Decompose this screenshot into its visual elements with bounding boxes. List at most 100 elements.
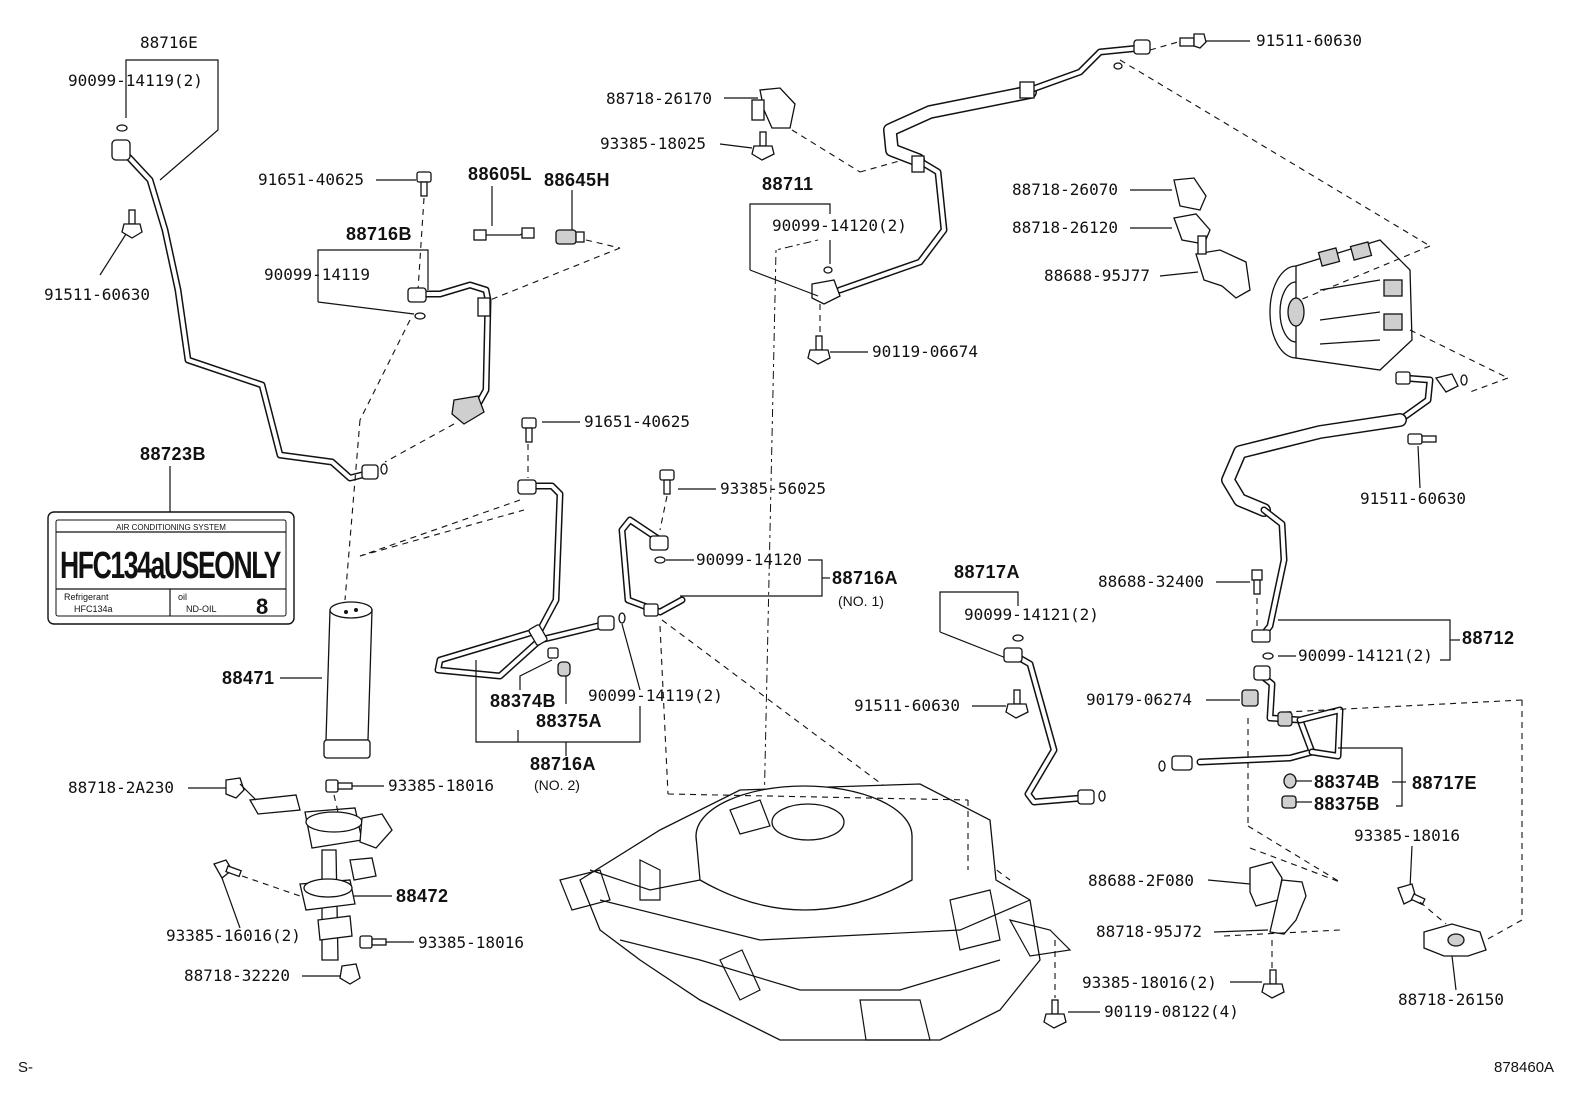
clamp-88718-26170 — [751, 87, 796, 129]
bolt-91511-60630-topright — [1179, 33, 1207, 49]
label-91511-60630-mid: 91511-60630 — [854, 696, 960, 715]
clamp-88718-26070 — [1173, 177, 1207, 211]
label-88471: 88471 — [222, 668, 275, 688]
o-ring — [618, 612, 626, 624]
label-88718-2a230: 88718-2A230 — [68, 778, 174, 797]
label-88718-26070: 88718-26070 — [1012, 180, 1118, 199]
tube-88717e — [1171, 665, 1344, 771]
label-91651-40625-mid: 91651-40625 — [584, 412, 690, 431]
o-ring — [380, 463, 388, 475]
label-88688-2f080: 88688-2F080 — [1088, 871, 1194, 890]
warning-label-title: AIR CONDITIONING SYSTEM — [116, 523, 226, 532]
o-ring — [116, 124, 128, 132]
bolt-91511-60630-left — [121, 209, 143, 239]
label-90099-14120: 90099-14120 — [696, 550, 802, 569]
label-88716b: 88716B — [346, 224, 412, 244]
label-88716a-2: 88716A — [530, 754, 596, 774]
bolt-90119-08122 — [1043, 999, 1067, 1029]
warning-label-oil-label: oil — [178, 592, 187, 602]
warning-label-88723b: AIR CONDITIONING SYSTEM HFC134aUSEONLY R… — [47, 511, 295, 625]
label-88374b-mid: 88374B — [490, 691, 556, 711]
label-91651-40625-top: 91651-40625 — [258, 170, 364, 189]
o-ring — [1098, 790, 1106, 802]
tube-88716e — [111, 139, 379, 482]
label-93385-16016-2: 93385-16016(2) — [166, 926, 301, 945]
clip-88718-2a230 — [225, 777, 257, 801]
label-90119-08122-4: 90119-08122(4) — [1104, 1002, 1239, 1021]
warning-label-oil-value: ND-OIL — [186, 604, 217, 614]
label-88712: 88712 — [1462, 628, 1515, 648]
label-93385-18016-c: 93385-18016 — [1354, 826, 1460, 845]
bracket-88688-2f080 — [1249, 861, 1307, 935]
bolt-93385-56025 — [659, 469, 675, 495]
label-88717a: 88717A — [954, 562, 1020, 582]
label-88374b-right: 88374B — [1314, 772, 1380, 792]
label-91511-60630-right: 91511-60630 — [1360, 489, 1466, 508]
label-88605l: 88605L — [468, 164, 532, 184]
hose-88711 — [811, 39, 1151, 305]
o-ring — [414, 312, 426, 320]
bolt-93385-18025 — [751, 131, 775, 161]
o-ring — [1012, 634, 1024, 642]
label-90099-14121-2-mid: 90099-14121(2) — [964, 605, 1099, 624]
label-88718-26170: 88718-26170 — [606, 89, 712, 108]
bolt-93385-18016-a — [325, 779, 353, 793]
label-88723b: 88723B — [140, 444, 206, 464]
label-88688-32400: 88688-32400 — [1098, 572, 1204, 591]
compressor — [1269, 239, 1413, 371]
label-88716a-1: 88716A — [832, 568, 898, 588]
label-90099-14119-2-top: 90099-14119(2) — [68, 71, 203, 90]
clamp-88718-26150 — [1423, 923, 1487, 957]
bolt-91511-60630-mid — [1005, 689, 1029, 719]
bolt-93385-18016-2 — [1261, 969, 1285, 999]
bolt-91511-60630-right — [1407, 433, 1437, 445]
label-90119-06674: 90119-06674 — [872, 342, 978, 361]
label-91511-60630-topright: 91511-60630 — [1256, 31, 1362, 50]
label-90099-14121-2-right: 90099-14121(2) — [1298, 646, 1433, 665]
label-88472: 88472 — [396, 886, 449, 906]
o-ring — [1113, 62, 1123, 70]
label-88716a-2-sub: (NO. 2) — [534, 777, 580, 793]
label-88375b: 88375B — [1314, 794, 1380, 814]
warning-label-refrigerant-label: Refrigerant — [64, 592, 109, 602]
footer-left: S- — [18, 1059, 33, 1076]
label-88645h: 88645H — [544, 170, 610, 190]
label-88718-95j72: 88718-95J72 — [1096, 922, 1202, 941]
bolt-93385-18016-b — [359, 935, 387, 949]
hose-88712 — [1221, 371, 1459, 643]
bolt-88688-32400 — [1251, 569, 1263, 595]
fitting-88374b-88375a — [547, 647, 571, 677]
label-93385-56025: 93385-56025 — [720, 479, 826, 498]
label-90179-06274: 90179-06274 — [1086, 690, 1192, 709]
label-88688-95j77: 88688-95J77 — [1044, 266, 1150, 285]
tube-88717a — [1003, 647, 1095, 806]
label-88716a-1-sub: (NO. 1) — [838, 593, 884, 609]
label-88718-32220: 88718-32220 — [184, 966, 290, 985]
bracket-88472 — [248, 794, 393, 961]
o-ring — [654, 556, 666, 564]
warning-label-main: HFC134aUSEONLY — [60, 545, 281, 587]
label-91511-60630-left: 91511-60630 — [44, 285, 150, 304]
receiver-88471 — [323, 601, 373, 759]
switch-88645h — [555, 229, 585, 245]
o-ring — [1460, 374, 1468, 386]
bolt-93385-16016 — [213, 859, 242, 879]
bolt-90119-06674 — [807, 335, 831, 365]
clip-88718-32220 — [339, 963, 361, 985]
bolt-91651-40625-mid — [521, 417, 537, 443]
label-88718-26150: 88718-26150 — [1398, 990, 1504, 1009]
label-93385-18025: 93385-18025 — [600, 134, 706, 153]
tube-88716b — [407, 281, 492, 425]
footer-right: 878460A — [1494, 1059, 1554, 1076]
fitting-88374b — [1283, 773, 1297, 789]
fitting-88375b — [1281, 795, 1297, 809]
bolt-93385-18016-c — [1397, 883, 1426, 906]
tube-88716a-no1 — [618, 516, 686, 617]
label-88718-26120: 88718-26120 — [1012, 218, 1118, 237]
o-ring — [1262, 652, 1274, 660]
label-88716e: 88716E — [140, 33, 198, 52]
label-90099-14119-2-mid: 90099-14119(2) — [588, 686, 723, 705]
label-93385-18016-2: 93385-18016(2) — [1082, 973, 1217, 992]
label-88717e: 88717E — [1412, 773, 1477, 793]
